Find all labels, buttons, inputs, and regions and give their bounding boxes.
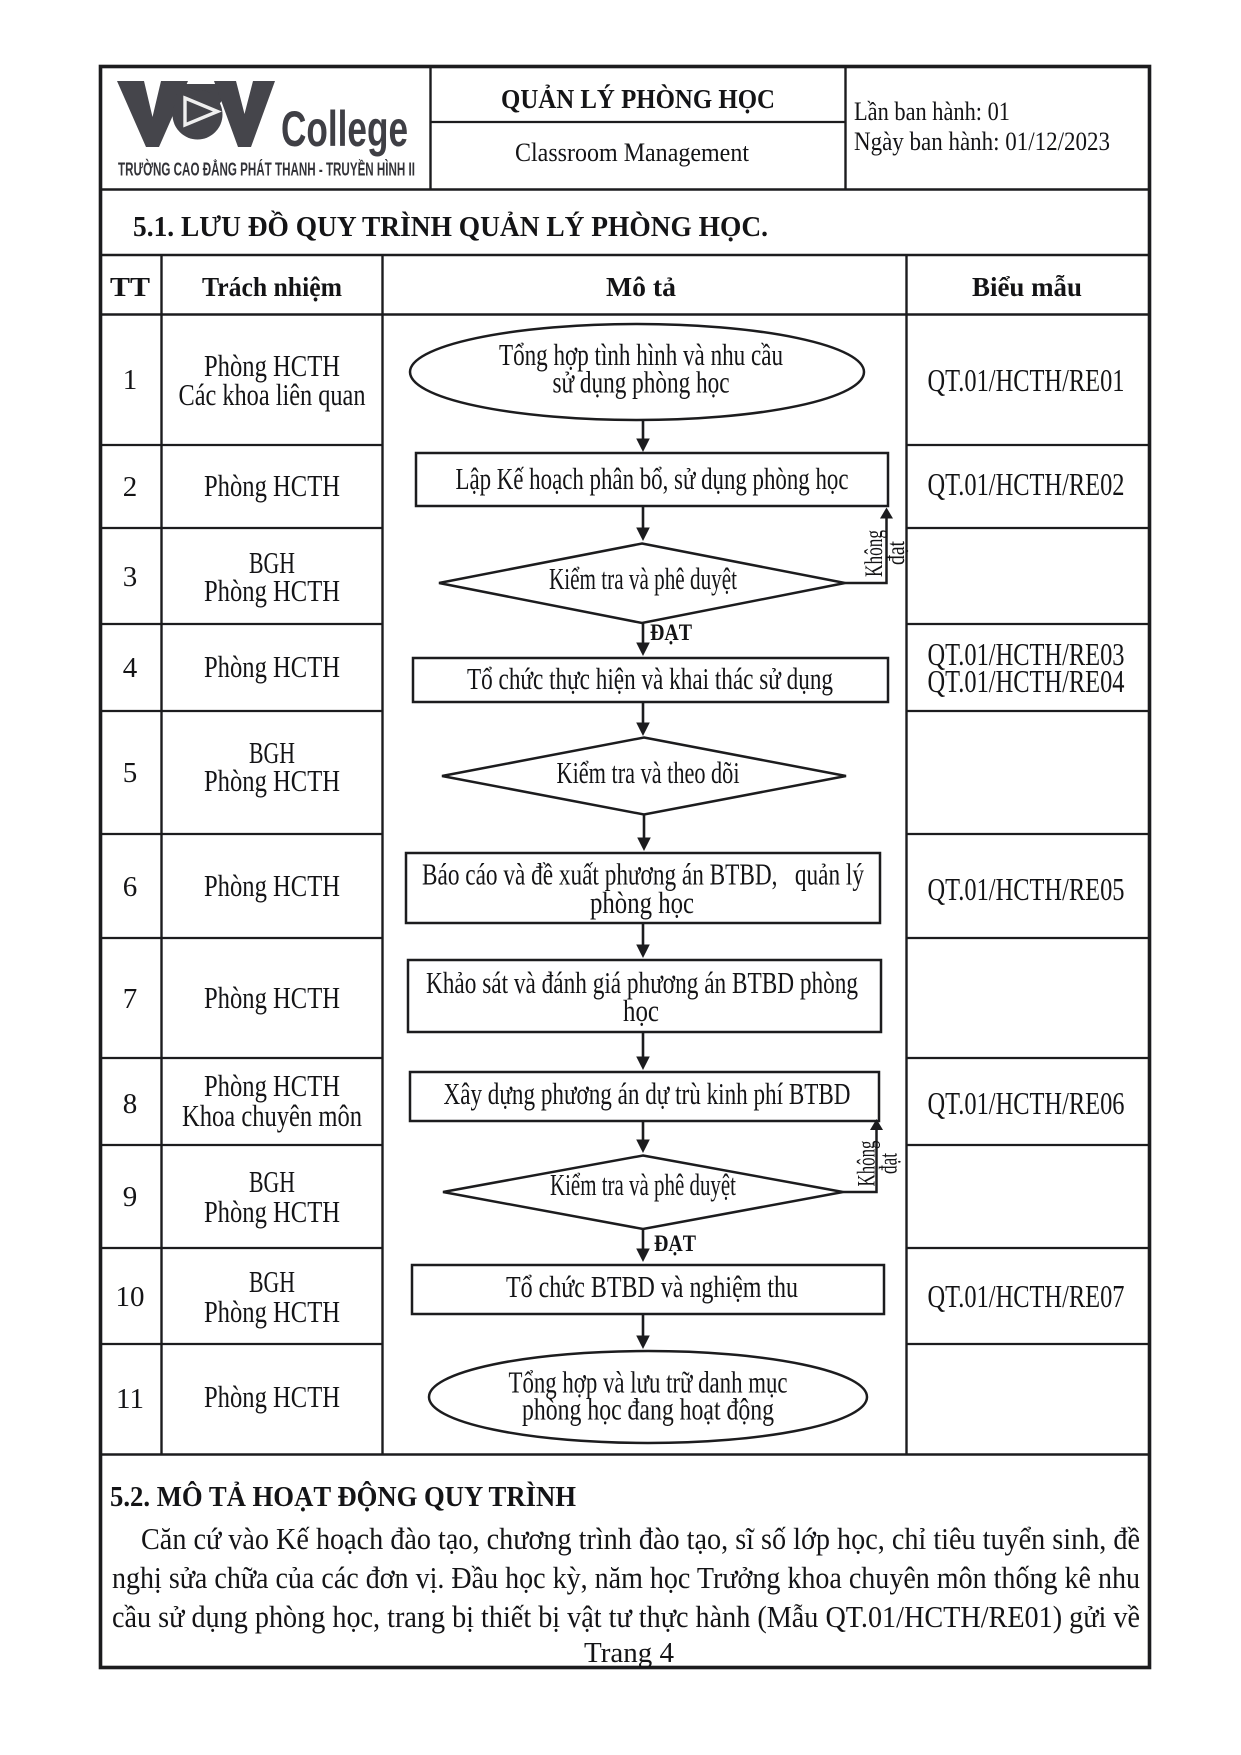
svg-text:cầu sử dụng phòng học, trang b: cầu sử dụng phòng học, trang bị thiết bị… xyxy=(112,1599,1140,1634)
svg-text:phòng học đang hoạt động: phòng học đang hoạt động xyxy=(522,1392,774,1427)
svg-text:ĐẠT: ĐẠT xyxy=(654,1231,696,1256)
svg-text:11: 11 xyxy=(116,1383,144,1415)
svg-text:sử dụng phòng học: sử dụng phòng học xyxy=(553,365,730,400)
svg-text:Kiểm tra và theo dõi: Kiểm tra và theo dõi xyxy=(557,755,740,790)
svg-text:5.1. LƯU ĐỒ QUY TRÌNH QUẢN LÝ: 5.1. LƯU ĐỒ QUY TRÌNH QUẢN LÝ PHÒNG HỌC. xyxy=(133,209,768,243)
svg-text:Phòng HCTH: Phòng HCTH xyxy=(204,348,340,383)
svg-text:1: 1 xyxy=(123,364,138,396)
svg-text:Xây dựng phương án dự trù kinh: Xây dựng phương án dự trù kinh phí BTBD xyxy=(444,1076,851,1111)
svg-text:QT.01/HCTH/RE01: QT.01/HCTH/RE01 xyxy=(928,362,1125,398)
svg-text:TRƯỜNG CAO ĐẲNG PHÁT THANH - T: TRƯỜNG CAO ĐẲNG PHÁT THANH - TRUYỀN HÌNH… xyxy=(118,159,415,180)
svg-text:3: 3 xyxy=(123,561,138,593)
svg-text:học: học xyxy=(623,993,659,1028)
svg-text:Kiểm tra và phê duyệt: Kiểm tra và phê duyệt xyxy=(549,561,737,596)
svg-text:Phòng HCTH: Phòng HCTH xyxy=(204,763,340,798)
svg-text:Các khoa liên quan: Các khoa liên quan xyxy=(179,377,366,412)
svg-text:5.2. MÔ TẢ HOẠT ĐỘNG QUY TRÌNH: 5.2. MÔ TẢ HOẠT ĐỘNG QUY TRÌNH xyxy=(110,1480,576,1513)
svg-text:nghị sửa chữa của các đơn vị.: nghị sửa chữa của các đơn vị. Đầu học kỳ… xyxy=(112,1560,1140,1595)
svg-text:8: 8 xyxy=(123,1088,138,1120)
svg-text:Phòng HCTH: Phòng HCTH xyxy=(204,980,340,1015)
svg-text:7: 7 xyxy=(123,983,138,1015)
svg-text:Căn cứ vào Kế hoạch đào tạo, c: Căn cứ vào Kế hoạch đào tạo, chương trìn… xyxy=(141,1521,1140,1556)
svg-text:QUẢN LÝ PHÒNG HỌC: QUẢN LÝ PHÒNG HỌC xyxy=(501,84,775,114)
svg-text:QT.01/HCTH/RE02: QT.01/HCTH/RE02 xyxy=(928,466,1125,502)
svg-text:QT.01/HCTH/RE07: QT.01/HCTH/RE07 xyxy=(928,1278,1125,1314)
svg-text:đạt: đạt xyxy=(876,1153,903,1174)
svg-text:Phòng HCTH: Phòng HCTH xyxy=(204,1068,340,1103)
svg-text:đạt: đạt xyxy=(883,541,910,565)
svg-text:phòng học: phòng học xyxy=(590,885,694,920)
svg-text:TT: TT xyxy=(110,272,150,302)
svg-text:Biểu mẫu: Biểu mẫu xyxy=(972,272,1082,302)
svg-text:6: 6 xyxy=(123,871,138,903)
svg-text:Không: Không xyxy=(861,530,888,577)
svg-text:BGH: BGH xyxy=(249,545,295,580)
svg-text:Phòng HCTH: Phòng HCTH xyxy=(204,468,340,503)
svg-text:Phòng HCTH: Phòng HCTH xyxy=(204,868,340,903)
svg-text:Phòng HCTH: Phòng HCTH xyxy=(204,1194,340,1229)
svg-text:QT.01/HCTH/RE04: QT.01/HCTH/RE04 xyxy=(928,663,1125,699)
svg-text:4: 4 xyxy=(123,652,138,684)
svg-text:BGH: BGH xyxy=(249,735,295,770)
svg-text:10: 10 xyxy=(116,1281,145,1313)
svg-text:9: 9 xyxy=(123,1181,138,1213)
svg-text:Phòng HCTH: Phòng HCTH xyxy=(204,573,340,608)
svg-text:Lần ban hành: 01: Lần ban hành: 01 xyxy=(854,97,1010,126)
svg-text:Phòng HCTH: Phòng HCTH xyxy=(204,1379,340,1414)
svg-text:Kiểm tra và phê duyệt: Kiểm tra và phê duyệt xyxy=(550,1167,736,1202)
svg-text:QT.01/HCTH/RE03: QT.01/HCTH/RE03 xyxy=(928,636,1125,672)
svg-text:Tổ chức BTBD và nghiệm thu: Tổ chức BTBD và nghiệm thu xyxy=(506,1269,798,1304)
svg-text:Trang 4: Trang 4 xyxy=(584,1637,674,1669)
svg-text:Lập Kế hoạch phân bổ, sử dụng: Lập Kế hoạch phân bổ, sử dụng phòng học xyxy=(456,461,849,496)
svg-text:College: College xyxy=(281,101,408,157)
svg-text:Khảo sát và đánh giá phương án: Khảo sát và đánh giá phương án BTBD phòn… xyxy=(426,965,858,1000)
svg-text:QT.01/HCTH/RE06: QT.01/HCTH/RE06 xyxy=(928,1085,1125,1121)
svg-text:Mô tả: Mô tả xyxy=(606,272,677,302)
svg-text:Khoa chuyên môn: Khoa chuyên môn xyxy=(182,1098,362,1133)
svg-text:Tổng hợp và lưu trữ danh mục: Tổng hợp và lưu trữ danh mục xyxy=(509,1365,788,1400)
svg-text:Ngày ban hành: 01/12/2023: Ngày ban hành: 01/12/2023 xyxy=(854,127,1110,156)
svg-text:Tổ chức thực hiện và khai thác: Tổ chức thực hiện và khai thác sử dụng xyxy=(467,661,833,696)
svg-text:Classroom Management: Classroom Management xyxy=(515,138,750,167)
svg-text:2: 2 xyxy=(123,471,138,503)
svg-text:5: 5 xyxy=(123,757,138,789)
svg-text:QT.01/HCTH/RE05: QT.01/HCTH/RE05 xyxy=(928,871,1125,907)
svg-text:BGH: BGH xyxy=(249,1164,295,1199)
svg-text:BGH: BGH xyxy=(249,1264,295,1299)
svg-text:Báo cáo và đề xuất phương án B: Báo cáo và đề xuất phương án BTBD, quản … xyxy=(422,857,864,892)
svg-text:ĐẠT: ĐẠT xyxy=(650,620,692,645)
svg-text:Tổng hợp tình hình và nhu cầu: Tổng hợp tình hình và nhu cầu xyxy=(499,337,783,372)
svg-text:Phòng HCTH: Phòng HCTH xyxy=(204,1294,340,1329)
svg-text:Không: Không xyxy=(854,1140,881,1186)
svg-text:Trách nhiệm: Trách nhiệm xyxy=(202,272,342,302)
svg-text:Phòng HCTH: Phòng HCTH xyxy=(204,649,340,684)
